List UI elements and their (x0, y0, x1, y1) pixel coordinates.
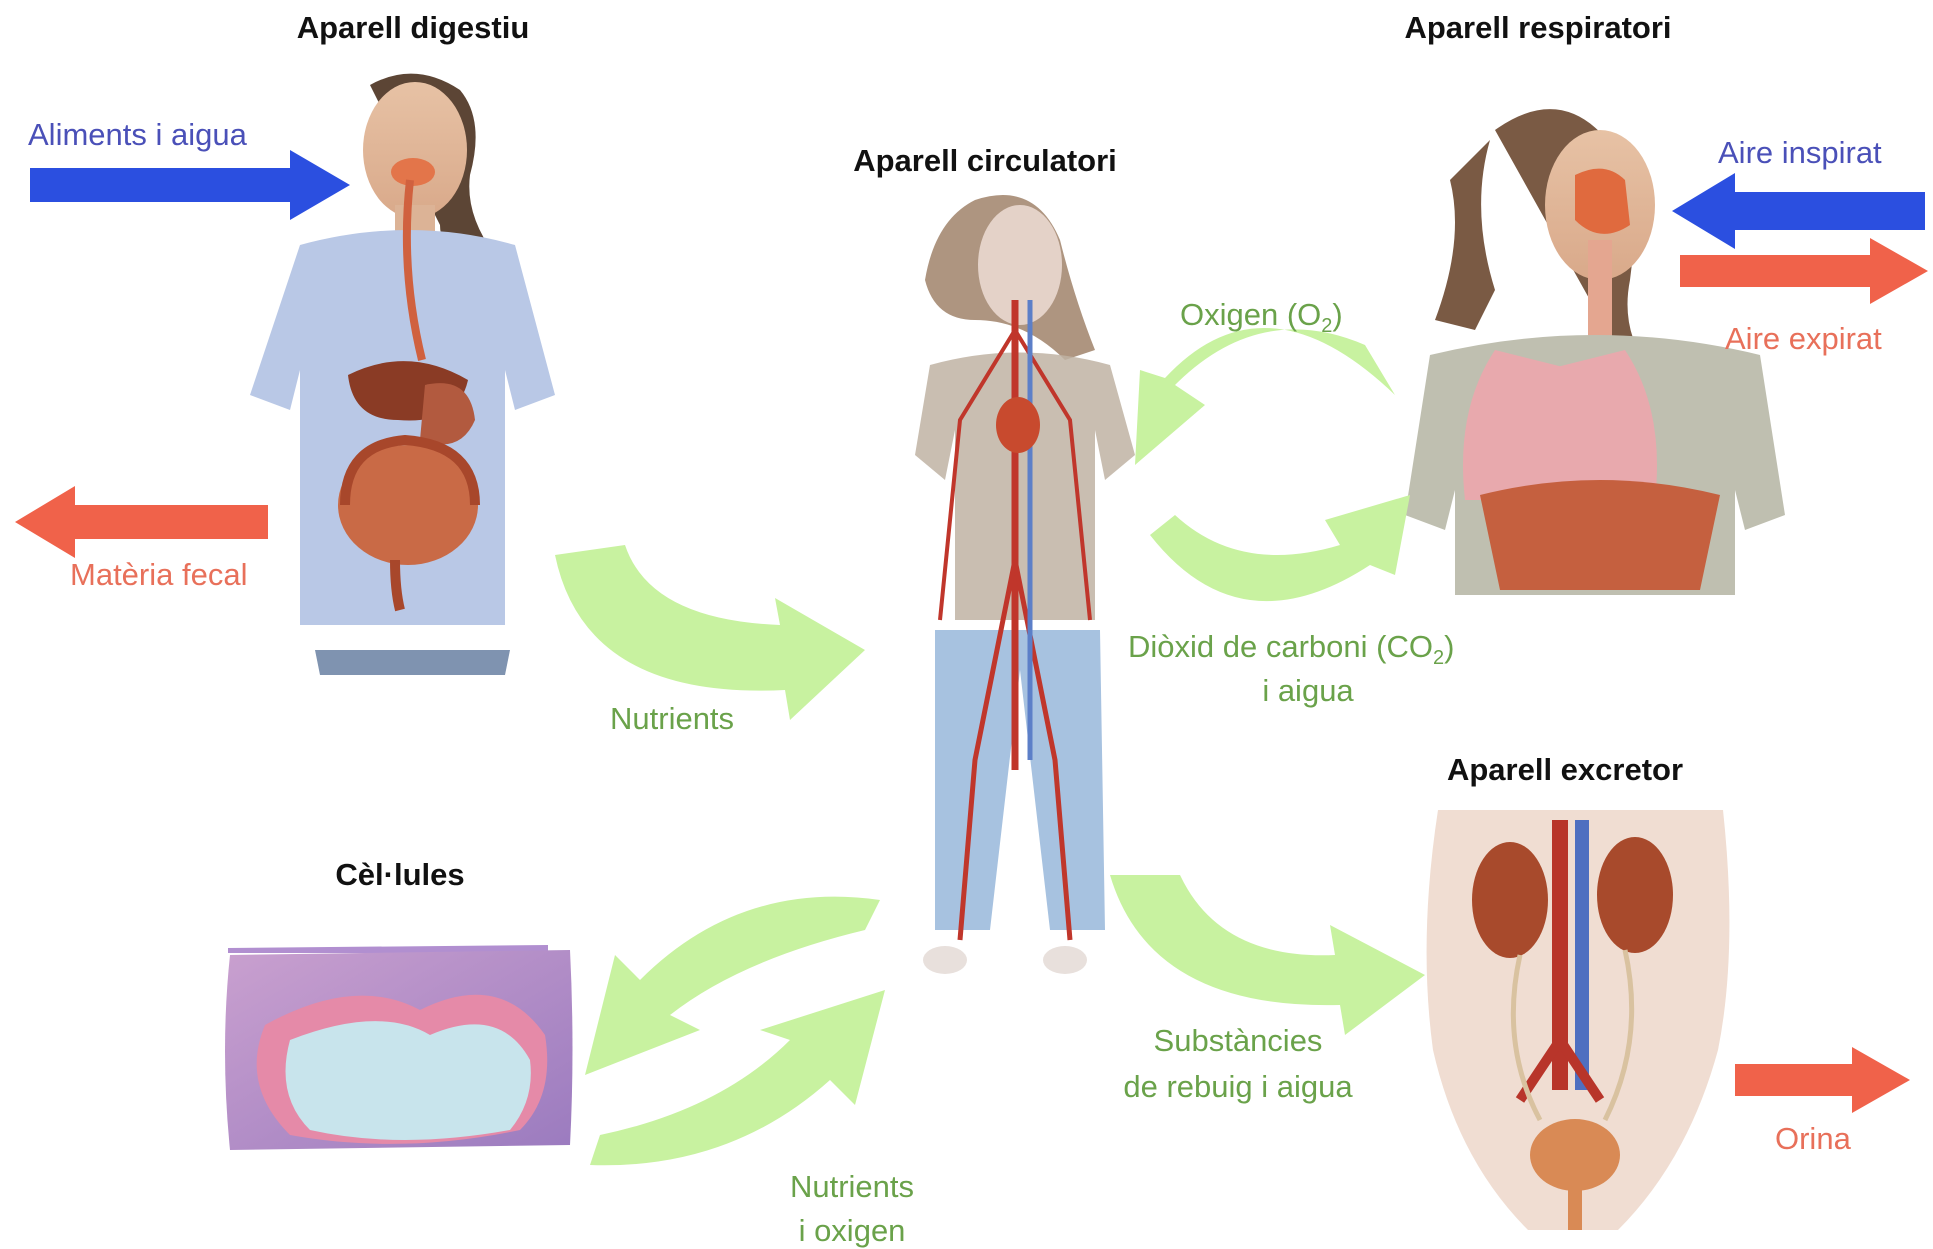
fecal-matter-label: Matèria fecal (70, 556, 247, 593)
circulatory-system-title: Aparell circulatori (853, 143, 1117, 179)
cells-tissue-figure (225, 945, 573, 1150)
exhaled-air-label: Aire expirat (1725, 320, 1882, 357)
nutrients-oxygen-label-line2: i oxigen (799, 1212, 906, 1249)
oxygen-flow-arrow (1135, 328, 1395, 465)
inhaled-air-arrow (1672, 173, 1925, 249)
inhaled-air-label: Aire inspirat (1718, 134, 1882, 171)
food-water-label: Aliments i aigua (28, 116, 247, 153)
co2-label-line2: i aigua (1262, 672, 1353, 709)
co2-flow-arrow (1150, 495, 1410, 601)
digestive-system-title: Aparell digestiu (297, 10, 530, 46)
excretory-system-title: Aparell excretor (1447, 752, 1683, 788)
nutrients-oxygen-label-line1: Nutrients (790, 1168, 914, 1205)
respiratory-system-title: Aparell respiratori (1404, 10, 1671, 46)
waste-flow-arrow (1110, 875, 1425, 1035)
food-water-arrow (30, 150, 350, 220)
waste-label-line2: de rebuig i aigua (1123, 1068, 1352, 1105)
nutrients-flow-arrow (555, 545, 865, 720)
cells-title: Cèl·lules (335, 857, 464, 893)
urine-label: Orina (1775, 1120, 1851, 1157)
waste-label-line1: Substàncies (1154, 1022, 1323, 1059)
nutrients-label: Nutrients (610, 700, 734, 737)
urine-arrow (1735, 1047, 1910, 1113)
oxygen-label: Oxigen (O2) (1180, 296, 1343, 338)
excretory-figure (1427, 810, 1730, 1230)
exhaled-air-arrow (1680, 238, 1928, 304)
circulatory-figure (915, 195, 1135, 974)
fecal-matter-arrow (15, 486, 268, 558)
co2-label: Diòxid de carboni (CO2) (1128, 628, 1454, 670)
